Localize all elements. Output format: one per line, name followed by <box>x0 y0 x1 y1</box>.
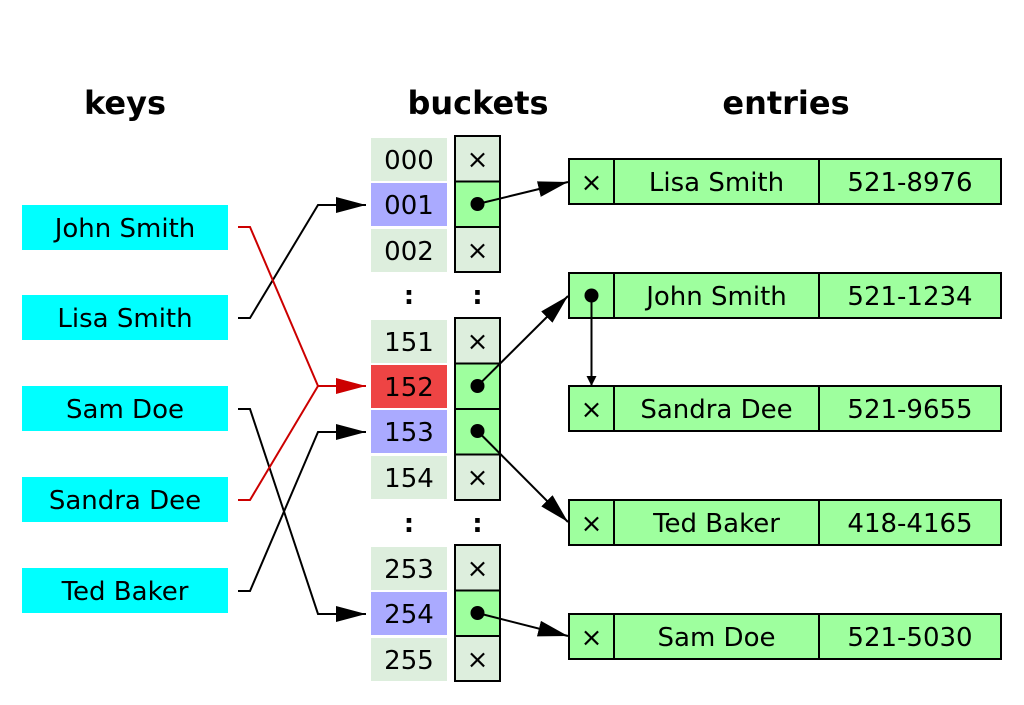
bucket-index-label: 000 <box>384 146 434 176</box>
hash-arrow <box>238 408 366 622</box>
pointer-arrow <box>477 181 569 205</box>
null-cross-icon: × <box>467 554 489 584</box>
null-cross-icon: × <box>581 623 603 653</box>
bucket-index-cell <box>371 320 447 363</box>
key-box <box>22 205 228 250</box>
bucket-index-cell <box>371 365 447 408</box>
null-cross-icon: × <box>581 168 603 198</box>
key-box <box>22 568 228 613</box>
bucket-index-cell <box>371 229 447 272</box>
null-cross-icon: × <box>467 145 489 175</box>
entry-phone: 521-8976 <box>847 168 972 198</box>
bucket-index-cell <box>371 547 447 590</box>
entry-box <box>568 158 1002 205</box>
bucket-ellipsis: : <box>472 509 482 539</box>
pointer-arrow <box>476 295 569 387</box>
entry-box <box>568 385 1002 432</box>
pointer-arrow <box>476 430 569 523</box>
null-cross-icon: × <box>581 395 603 425</box>
key-label: John Smith <box>53 214 196 244</box>
pointer-dot-icon <box>584 288 599 303</box>
bucket-index-cell <box>371 638 447 681</box>
entry-phone: 521-5030 <box>847 623 972 653</box>
key-box <box>22 386 228 431</box>
bucket-pointer-cell <box>454 453 501 501</box>
bucket-ellipsis: : <box>472 281 482 311</box>
keys-header: keys <box>84 84 166 122</box>
entries-column: × Lisa Smith 521-8976 John Smith 521-123… <box>568 158 1002 660</box>
null-cross-icon: × <box>581 509 603 539</box>
entry-box <box>568 613 1002 660</box>
entry-box <box>568 499 1002 546</box>
bucket-index-label: 002 <box>384 237 434 267</box>
entry-record: × Sam Doe 521-5030 <box>568 613 1002 660</box>
bucket-ellipsis: : <box>404 281 414 311</box>
entry-name: Ted Baker <box>652 509 780 539</box>
hash-arrow <box>238 424 366 592</box>
null-cross-icon: × <box>467 327 489 357</box>
entry-name: Sam Doe <box>658 623 776 653</box>
bucket-entry-pointers <box>476 181 597 637</box>
entry-name: Lisa Smith <box>649 168 784 198</box>
entry-name: Sandra Dee <box>640 395 792 425</box>
pointer-arrow <box>477 612 569 637</box>
bucket-index-cell <box>371 592 447 635</box>
bucket-index-label: 151 <box>384 328 434 358</box>
entry-phone: 418-4165 <box>847 509 972 539</box>
bucket-index-label: 154 <box>384 464 434 494</box>
bucket-pointer-markers: × × : × × : × × <box>467 145 489 675</box>
key-label: Lisa Smith <box>57 304 192 334</box>
entry-name: John Smith <box>644 282 787 312</box>
entry-phone: 521-1234 <box>847 282 972 312</box>
key-label: Ted Baker <box>61 577 189 607</box>
key-label: Sandra Dee <box>49 486 201 516</box>
bucket-index-label: 254 <box>384 600 434 630</box>
bucket-index-cell <box>371 138 447 181</box>
entry-record: × Lisa Smith 521-8976 <box>568 158 1002 205</box>
bucket-pointer-column <box>454 135 501 682</box>
bucket-index-cell <box>371 183 447 226</box>
null-cross-icon: × <box>467 645 489 675</box>
bucket-index-label: 253 <box>384 555 434 585</box>
entry-phone: 521-9655 <box>847 395 972 425</box>
bucket-pointer-cell <box>454 226 501 273</box>
buckets-header: buckets <box>407 84 548 122</box>
bucket-ellipsis: : <box>404 509 414 539</box>
hash-arrow <box>238 197 366 319</box>
bucket-index-label: 152 <box>384 373 434 403</box>
bucket-index-label: 001 <box>384 191 434 221</box>
collision-arrow <box>238 226 366 394</box>
entry-record: × Ted Baker 418-4165 <box>568 499 1002 546</box>
collision-arrow <box>238 385 319 501</box>
bucket-index-column: 000 001 002 : 151 152 153 154 : 253 254 … <box>371 138 447 681</box>
key-box <box>22 477 228 522</box>
bucket-pointer-cell <box>454 544 501 592</box>
key-box <box>22 295 228 340</box>
bucket-index-label: 153 <box>384 418 434 448</box>
bucket-pointer-cell <box>454 635 501 682</box>
bucket-index-label: 255 <box>384 646 434 676</box>
entry-record: John Smith 521-1234 <box>568 272 1002 319</box>
null-cross-icon: × <box>467 236 489 266</box>
keys-column: John Smith Lisa Smith Sam Doe Sandra Dee… <box>22 205 228 613</box>
bucket-pointer-cell <box>454 317 501 365</box>
bucket-index-cell <box>371 410 447 453</box>
entry-record: × Sandra Dee 521-9655 <box>568 385 1002 432</box>
null-cross-icon: × <box>467 463 489 493</box>
key-label: Sam Doe <box>66 395 184 425</box>
bucket-pointer-cell <box>454 135 501 183</box>
entry-box <box>568 272 1002 319</box>
entries-header: entries <box>722 84 849 122</box>
hash-connectors <box>238 197 366 622</box>
bucket-index-cell <box>371 456 447 499</box>
